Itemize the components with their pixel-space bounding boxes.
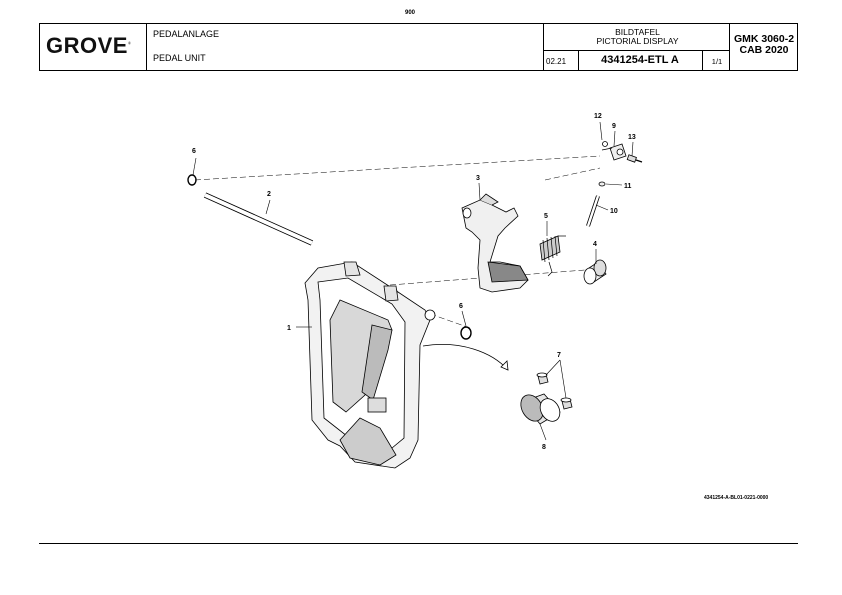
callout-7: 7: [557, 352, 561, 359]
pedal-bracket: [304, 261, 436, 469]
callout-11: 11: [624, 183, 632, 190]
sheet-number: 1/1: [711, 57, 723, 66]
retaining-ring-lower: [460, 326, 472, 340]
title-block: GROVE® PEDALANLAGE PEDAL UNIT BILDTAFEL …: [39, 23, 798, 71]
callout-4: 4: [593, 241, 597, 248]
title-german: PEDALANLAGE: [153, 29, 220, 39]
callout-12: 12: [594, 113, 602, 120]
page-number: 900: [405, 10, 416, 16]
callout-8: 8: [542, 444, 546, 451]
callout-6-upper: 6: [192, 148, 196, 155]
drawing-reference: 4341254-A-BL01-0221-0000: [704, 495, 769, 501]
callout-1: 1: [287, 325, 291, 332]
bushing: [583, 259, 607, 285]
callout-13: 13: [628, 134, 636, 141]
grove-logo: GROVE®: [46, 33, 132, 58]
callout-2: 2: [267, 191, 271, 198]
callout-9: 9: [612, 123, 616, 130]
callout-5: 5: [544, 213, 548, 220]
shaft: [203, 192, 314, 246]
callout-6-lower: 6: [459, 303, 463, 310]
pictorial-display-label: BILDTAFEL PICTORIAL DISPLAY: [596, 27, 679, 46]
part-number: 4341254-ETL A: [601, 54, 679, 66]
plugs-and-boot: [520, 372, 573, 425]
model-designation: GMK 3060-2 CAB 2020: [733, 33, 795, 56]
torsion-spring: [539, 235, 566, 277]
footer-rule: [39, 543, 798, 544]
title-english: PEDAL UNIT: [153, 53, 206, 63]
pedal-lever: [461, 193, 529, 293]
retaining-ring-upper: [187, 174, 197, 186]
callout-3: 3: [476, 175, 480, 182]
clevis-hardware: [586, 141, 643, 227]
issue-date: 02.21: [546, 57, 567, 66]
callout-10: 10: [610, 208, 618, 215]
